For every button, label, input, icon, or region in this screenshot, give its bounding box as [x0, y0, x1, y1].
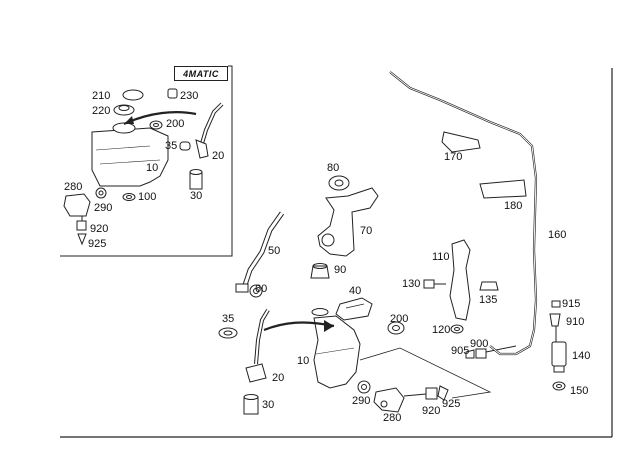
bracket-70 — [317, 187, 379, 257]
inset-pump-280 — [63, 193, 91, 217]
part-label-135: 135 — [479, 294, 498, 306]
valve-line — [485, 345, 517, 353]
inset-arrow-head — [124, 116, 134, 124]
part-label-10-main: 10 — [297, 355, 310, 367]
part-label-280: 280 — [64, 181, 83, 193]
part-label-210: 210 — [92, 90, 111, 102]
grommet-290 — [357, 380, 371, 394]
grommet-150 — [552, 381, 566, 391]
clamp-40 — [335, 297, 373, 321]
washer-tank-10 — [311, 308, 361, 389]
nut-135 — [479, 281, 499, 291]
grommet-60 — [249, 284, 263, 298]
inset-washer-tank — [91, 122, 169, 187]
pad-180 — [479, 179, 527, 199]
hose-outline — [359, 347, 492, 399]
inset-bracket-30 — [189, 169, 203, 190]
part-label-170: 170 — [444, 151, 463, 163]
clip-80 — [328, 175, 350, 191]
part-label-20-main: 20 — [272, 372, 285, 384]
connector-905 — [465, 349, 475, 359]
part-label-70: 70 — [360, 225, 373, 237]
nozzle-bracket-110 — [449, 239, 471, 321]
connector-920 — [425, 387, 438, 400]
pump-280 — [373, 387, 405, 413]
part-label-230: 230 — [180, 90, 199, 102]
part-label-905: 905 — [451, 345, 470, 357]
pump-connector-line — [403, 393, 427, 397]
part-label-90: 90 — [334, 264, 347, 276]
screw-130 — [423, 279, 446, 289]
hose-160-core — [389, 71, 537, 355]
inset-grommet-290 — [95, 187, 107, 199]
4matic-badge: 4MATIC — [174, 66, 228, 81]
part-label-915: 915 — [562, 298, 581, 310]
part-label-900: 900 — [470, 338, 489, 350]
ring-35 — [218, 327, 238, 339]
part-label-920-main: 920 — [422, 405, 441, 417]
main-arrow-head — [324, 320, 334, 332]
part-label-280-main: 280 — [383, 412, 402, 424]
part-label-100: 100 — [138, 191, 157, 203]
part-label-20: 20 — [212, 150, 225, 162]
part-label-30-main: 30 — [262, 399, 275, 411]
filler-pipe-20 — [245, 308, 270, 383]
part-label-220: 220 — [92, 105, 111, 117]
part-label-925: 925 — [88, 238, 107, 250]
connector-910 — [549, 313, 561, 327]
part-label-60: 60 — [255, 283, 268, 295]
part-label-150: 150 — [570, 385, 589, 397]
part-label-160: 160 — [548, 229, 567, 241]
part-label-925-main: 925 — [442, 398, 461, 410]
trim-170 — [441, 131, 481, 153]
part-label-290-main: 290 — [352, 395, 371, 407]
part-label-140: 140 — [572, 350, 591, 362]
inset-grommet-100 — [122, 193, 136, 201]
pump-140 — [551, 341, 567, 373]
part-label-200-main: 200 — [390, 313, 409, 325]
part-label-80: 80 — [327, 162, 340, 174]
inset-cap-210 — [122, 89, 144, 101]
part-label-180: 180 — [504, 200, 523, 212]
inset-cap-220 — [113, 104, 135, 116]
part-label-35: 35 — [165, 140, 178, 152]
inset-connector-925 — [77, 233, 87, 246]
grommet-90 — [310, 263, 330, 279]
part-label-120: 120 — [432, 324, 451, 336]
part-label-130: 130 — [402, 278, 421, 290]
part-label-110: 110 — [432, 251, 450, 263]
bracket-30 — [243, 394, 259, 415]
part-label-30: 30 — [190, 190, 203, 202]
connector-925 — [437, 385, 449, 401]
part-label-910: 910 — [566, 316, 585, 328]
part-label-50: 50 — [268, 245, 281, 257]
grommet-120 — [450, 324, 464, 334]
clip-915 — [551, 300, 561, 308]
part-label-290: 290 — [94, 202, 113, 214]
inset-grommet-200 — [149, 120, 163, 130]
part-label-10: 10 — [146, 162, 159, 174]
part-label-920: 920 — [90, 223, 109, 235]
inset-border — [60, 65, 233, 257]
inset-plug-230 — [167, 88, 178, 99]
grommet-200 — [387, 321, 405, 335]
part-label-200: 200 — [166, 118, 185, 130]
part-label-35-main: 35 — [222, 313, 235, 325]
valve-900 — [475, 348, 487, 359]
inset-filler-pipe — [195, 102, 224, 159]
inset-ring-35 — [179, 141, 191, 151]
part-label-40: 40 — [349, 285, 362, 297]
filler-neck-50 — [235, 211, 285, 293]
inset-connector-920 — [76, 220, 87, 231]
